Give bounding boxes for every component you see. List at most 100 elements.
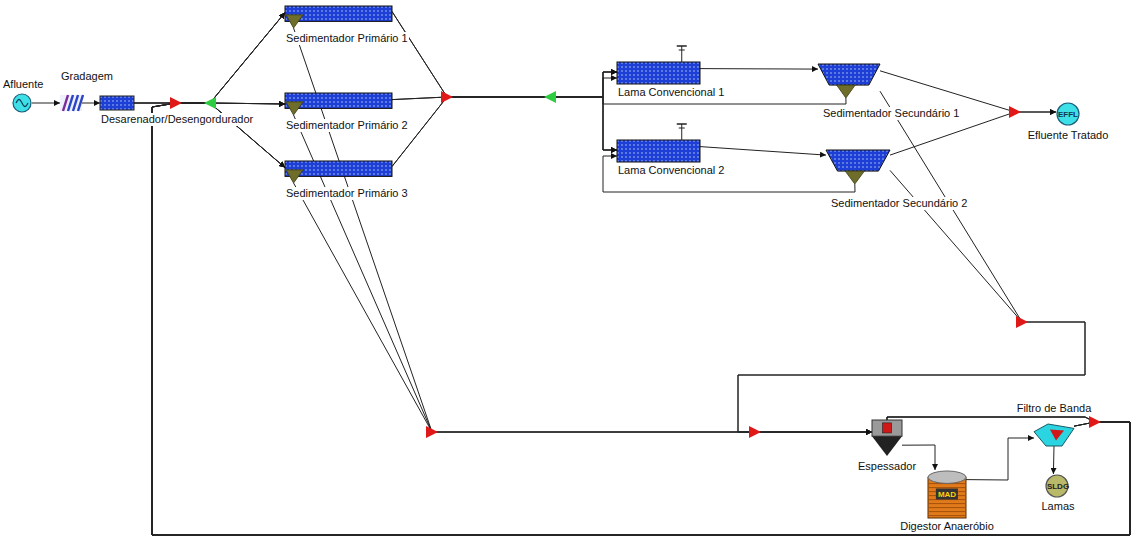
pipe-connector	[152, 13, 1130, 535]
unit-label: Afluente	[2, 78, 44, 91]
unit-label: Gradagem	[60, 70, 114, 83]
digester-dome	[928, 471, 966, 483]
clarifier-bowl	[818, 64, 880, 85]
pipe-connector	[738, 91, 1085, 432]
process-unit: Lama Convencional 2	[617, 140, 700, 162]
digester-stripe	[929, 511, 965, 512]
pipe-connector	[392, 12, 617, 98]
process-unit: Desarenador/Desengordurador	[100, 96, 134, 110]
hopper-symbol	[286, 170, 303, 183]
unit-icon	[12, 93, 32, 113]
belt-press-body	[1034, 424, 1074, 446]
mixer-symbol	[1009, 106, 1021, 118]
process-unit: Sedimentador Primário 1	[285, 6, 392, 28]
stream-symbol	[1057, 103, 1079, 125]
mixer-symbol	[1089, 416, 1101, 428]
pipe-connector	[1053, 446, 1055, 474]
pipe-connector	[134, 13, 285, 103]
tank-body	[285, 161, 392, 176]
screen-bar	[73, 95, 78, 111]
process-unit: EFFLEfluente Tratado	[1056, 102, 1080, 126]
aerator-mast	[681, 46, 682, 62]
digester-stripe	[929, 507, 965, 508]
hopper-symbol	[837, 85, 856, 98]
process-unit: Espessador	[872, 420, 902, 456]
unit-label: Espessador	[857, 460, 917, 473]
pipe-connector	[700, 147, 826, 156]
stream-symbol	[13, 94, 31, 112]
hopper-symbol	[286, 102, 303, 115]
digester-stripe	[929, 503, 965, 504]
process-unit: Sedimentador Primário 2	[285, 93, 392, 115]
tank-body	[100, 96, 134, 110]
unit-icon	[285, 93, 392, 115]
thickener-body	[872, 420, 902, 436]
pipe-connector	[392, 12, 617, 151]
pipe-connector	[152, 103, 1130, 535]
pipe-connector	[392, 72, 617, 167]
unit-label: Sedimentador Primário 2	[285, 119, 409, 132]
unit-label: Digestor Anaeróbio	[899, 520, 995, 533]
aerator-mast	[677, 123, 687, 125]
hopper-symbol	[286, 15, 303, 28]
unit-label: Efluente Tratado	[1027, 129, 1110, 142]
tank-body	[285, 6, 392, 21]
process-unit: Filtro de Banda	[1034, 424, 1074, 446]
unit-icon	[617, 140, 700, 162]
belt-press-roller	[1050, 430, 1064, 441]
mixer-symbol	[1016, 316, 1028, 328]
aerator-mast	[681, 124, 682, 140]
screen-bar	[68, 95, 73, 111]
unit-tag: MAD	[936, 489, 958, 500]
splitter-symbol	[204, 97, 216, 109]
unit-label: Lama Convencional 2	[617, 164, 725, 177]
mixer-symbol	[749, 426, 761, 438]
process-unit: Gradagem	[60, 93, 82, 113]
pipe-connector	[152, 103, 1130, 535]
unit-icon	[1034, 424, 1074, 446]
process-unit: Afluente	[12, 93, 32, 113]
wave-symbol	[16, 100, 28, 107]
hopper-symbol	[845, 171, 864, 184]
unit-icon	[818, 64, 880, 98]
thickener-drive	[883, 423, 892, 433]
mixer-symbol	[170, 97, 182, 109]
process-unit: Lama Convencional 1	[617, 62, 700, 84]
splitter-symbol	[544, 91, 556, 103]
unit-label: Sedimentador Primário 1	[285, 32, 409, 45]
pipe-connector	[880, 71, 1056, 112]
pipe-connector	[152, 103, 1130, 535]
unit-icon	[285, 161, 392, 183]
unit-label: Sedimentador Secundário 1	[822, 107, 960, 120]
unit-tag: SLDG	[1047, 482, 1069, 491]
unit-label: Desarenador/Desengordurador	[100, 113, 254, 126]
unit-label: Lama Convencional 1	[617, 86, 725, 99]
mixer-symbol	[441, 91, 453, 103]
unit-icon	[100, 96, 134, 110]
screen-frame	[60, 95, 82, 111]
mixer-symbol	[426, 426, 438, 438]
screen-bar	[78, 95, 83, 111]
unit-icon	[872, 420, 902, 456]
aerator-mast	[677, 45, 687, 47]
tank-body	[617, 140, 700, 162]
pipe-connector	[392, 72, 617, 100]
unit-label: Lamas	[1040, 500, 1075, 513]
clarifier-bowl	[826, 150, 890, 171]
unit-icon	[285, 6, 392, 28]
pipe-connector	[152, 13, 1130, 535]
tank-body	[617, 62, 700, 84]
unit-label: Sedimentador Primário 3	[285, 187, 409, 200]
pipe-connector	[294, 28, 872, 432]
screen-bar	[63, 95, 68, 111]
pipe-connector	[152, 103, 1130, 535]
unit-label: Sedimentador Secundário 2	[830, 197, 968, 210]
process-unit: Sedimentador Primário 3	[285, 161, 392, 183]
process-unit: MADDigestor Anaeróbio	[928, 470, 966, 518]
unit-tag: EFFL	[1058, 110, 1078, 119]
digester-stripe	[929, 515, 965, 516]
process-unit: SLDGLamas	[1045, 474, 1072, 498]
unit-icon	[617, 62, 700, 84]
